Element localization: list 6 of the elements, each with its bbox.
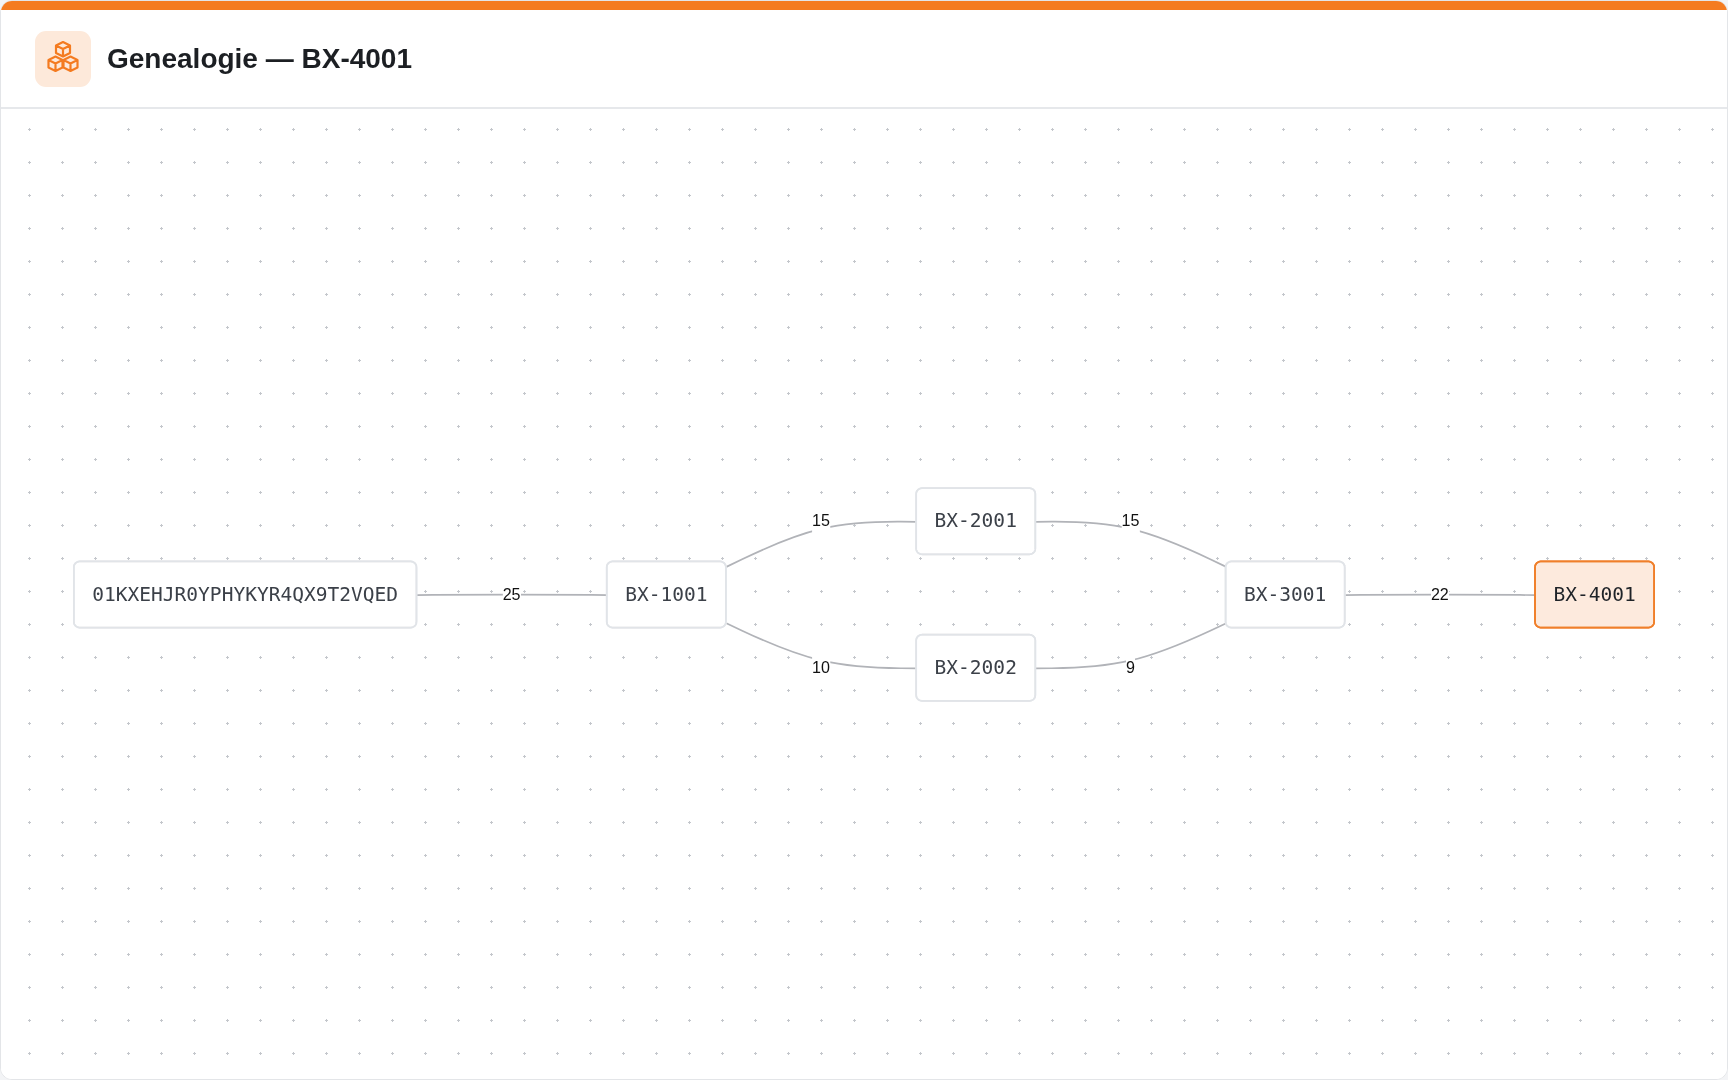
edge-label: 10 bbox=[812, 657, 830, 676]
edge-label: 25 bbox=[502, 584, 521, 603]
edge-label: 15 bbox=[812, 510, 830, 530]
edge-label: 9 bbox=[1125, 657, 1135, 676]
title: Genealogie — BX-4001 bbox=[107, 42, 412, 76]
edge-label: 15 bbox=[1121, 510, 1140, 530]
